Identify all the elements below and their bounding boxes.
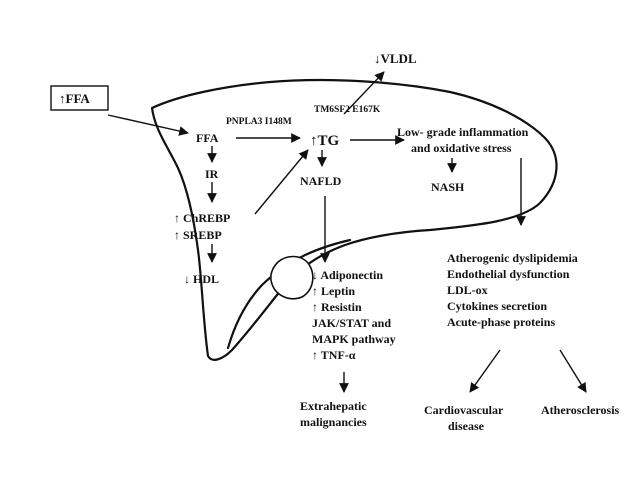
arrow-tg-to-vldl: [343, 71, 385, 115]
pnpla3-label: PNPLA3 I148M: [226, 117, 292, 127]
inflammation-label-line1: Low- grade inflammation: [397, 125, 529, 139]
extrahepatic-label-line1: Extrahepatic: [300, 399, 367, 413]
athero-item: Endothelial dysfunction: [447, 267, 570, 281]
athero-item: Atherogenic dyslipidemia: [447, 251, 578, 265]
arrow-ffa-box-to-ffa: [107, 114, 189, 136]
liver-outline: [150, 78, 558, 361]
srebp-label: ↑ SREBP: [174, 228, 222, 242]
nafld-label: NAFLD: [300, 174, 342, 188]
adipo-item: ↑ TNF-α: [312, 348, 356, 362]
adipo-item: ↑ Resistin: [312, 300, 362, 314]
ffa-box: [50, 85, 109, 111]
adipo-item: ↓ Adiponectin: [312, 268, 383, 282]
hdl-label: ↓ HDL: [184, 272, 219, 286]
atherosclerosis-label: Atherosclerosis: [541, 403, 620, 417]
ffa-label: FFA: [196, 131, 219, 145]
extrahepatic-label-line2: malignancies: [300, 415, 367, 429]
adipo-list: ↓ Adiponectin ↑ Leptin ↑ Resistin JAK/ST…: [312, 268, 396, 362]
tm6sf2-label: TM6SF2 E167K: [314, 105, 381, 115]
nash-label: NASH: [431, 180, 465, 194]
cardio-label-line1: Cardiovascular: [424, 403, 504, 417]
ir-label: IR: [205, 167, 219, 181]
athero-item: Cytokines secretion: [447, 299, 547, 313]
ffa-box-label: ↑FFA: [59, 91, 90, 106]
chrebp-label: ↑ ChREBP: [174, 211, 230, 225]
arrow-athero-to-atherosclerosis: [559, 349, 587, 393]
arrow-chrebp-to-tg: [254, 149, 309, 215]
athero-item: Acute-phase proteins: [447, 315, 555, 329]
adipo-item: JAK/STAT and: [312, 316, 391, 330]
cardio-label-line2: disease: [448, 419, 485, 433]
athero-item: LDL-ox: [447, 283, 488, 297]
athero-list: Atherogenic dyslipidemia Endothelial dys…: [447, 251, 578, 329]
adipo-item: MAPK pathway: [312, 332, 396, 346]
tg-label: ↑TG: [310, 133, 340, 149]
adipo-item: ↑ Leptin: [312, 284, 355, 298]
inflammation-label-line2: and oxidative stress: [411, 141, 512, 155]
arrow-athero-to-cardio: [469, 349, 501, 393]
gallbladder-shape: [270, 255, 314, 300]
vldl-label: ↓VLDL: [374, 51, 417, 66]
